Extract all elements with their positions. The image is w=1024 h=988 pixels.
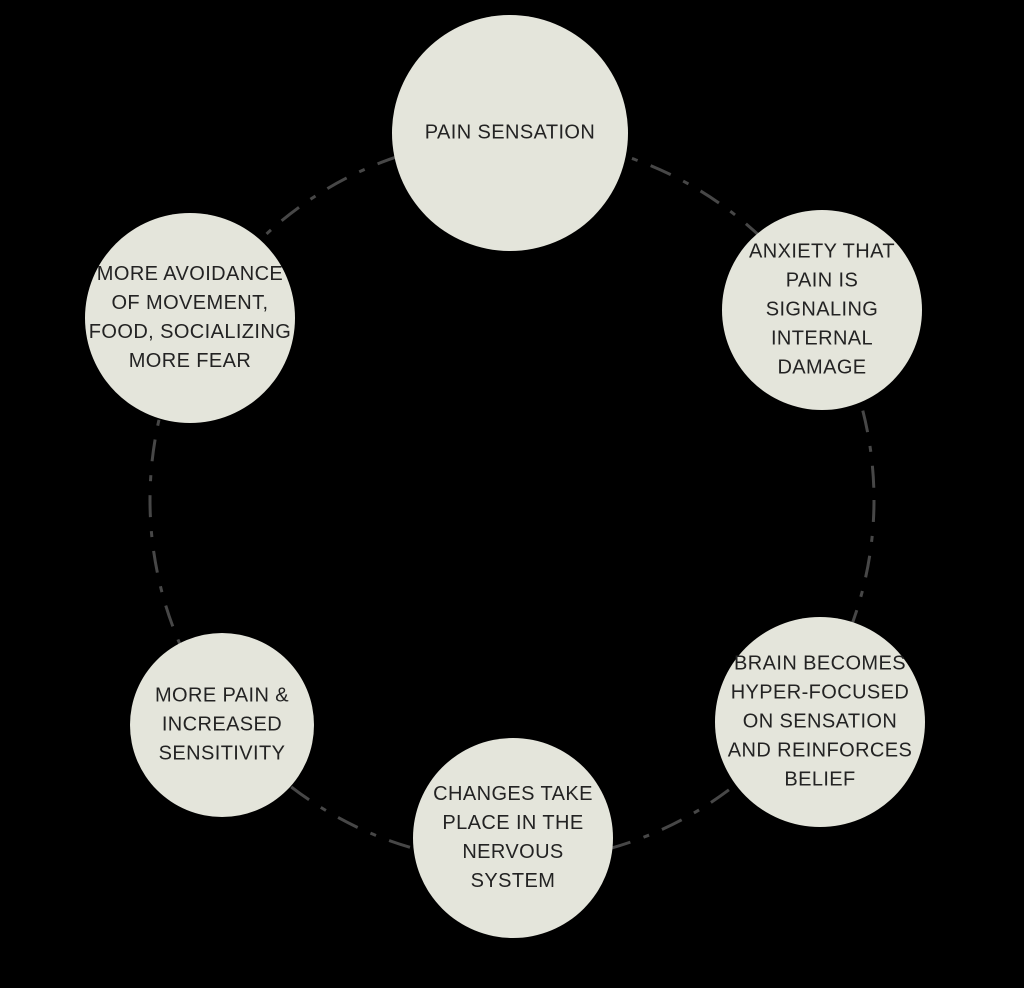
node-nervous-system-changes-label: CHANGES TAKE PLACE IN THE NERVOUS SYSTEM [433, 783, 593, 892]
node-pain-sensation: PAIN SENSATION [392, 15, 628, 251]
node-more-pain-sensitivity-label: MORE PAIN & INCREASED SENSITIVITY [154, 684, 290, 765]
node-more-avoidance-fear-label: MORE AVOIDANCE OF MOVEMENT, FOOD, SOCIAL… [88, 263, 292, 372]
node-pain-sensation-label: PAIN SENSATION [424, 121, 596, 144]
node-nervous-system-changes: CHANGES TAKE PLACE IN THE NERVOUS SYSTEM [413, 738, 613, 938]
node-anxiety-internal-damage: ANXIETY THAT PAIN IS SIGNALING INTERNAL … [722, 210, 922, 410]
node-brain-hyper-focused: BRAIN BECOMES HYPER-FOCUSED ON SENSATION… [715, 617, 925, 827]
node-brain-hyper-focused-label: BRAIN BECOMES HYPER-FOCUSED ON SENSATION… [727, 652, 913, 791]
node-anxiety-internal-damage-label: ANXIETY THAT PAIN IS SIGNALING INTERNAL … [749, 240, 895, 379]
node-more-avoidance-fear: MORE AVOIDANCE OF MOVEMENT, FOOD, SOCIAL… [85, 213, 295, 423]
node-more-pain-sensitivity: MORE PAIN & INCREASED SENSITIVITY [130, 633, 314, 817]
